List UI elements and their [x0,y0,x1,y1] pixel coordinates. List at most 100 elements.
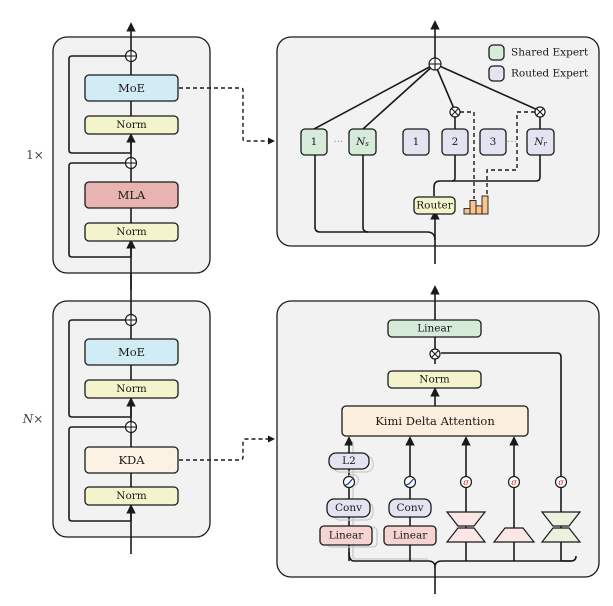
legend: Shared Expert Routed Expert [488,44,589,82]
bottom-repeat-label: N× [22,412,44,426]
top-add-icon-upper [124,49,138,63]
l2-norm-label: L2 [342,455,356,467]
routed-ellipsis: ··· [507,136,517,148]
moe-sum-icon [428,57,442,71]
bottom-kda-box[interactable]: KDA [84,446,179,474]
legend-item-shared: Shared Expert [488,44,589,61]
bottom-norm-upper-box[interactable]: Norm [84,379,179,399]
sigma-gate-icon: σ [554,475,568,489]
bottom-add-icon-upper [124,313,138,327]
sigma-alpha-icon: σ [459,475,473,489]
gate-score-2-dashed [460,111,475,199]
kda-detail-panel: Linear Norm Kimi Delta Attention L2 [276,285,600,594]
shared-ns-to-sum [362,63,436,130]
wire-to-shared-ns [362,155,369,233]
routed-expert-3[interactable]: 3 [479,128,507,156]
top-moe-box[interactable]: MoE [84,74,179,102]
legend-swatch-shared [488,44,505,61]
moe-detail-background [276,36,600,247]
kimi-delta-attention-box[interactable]: Kimi Delta Attention [341,405,529,437]
moe-detail-panel: 1 ··· Ns 1 2 3 ··· Nr Router [276,20,600,264]
sigma-beta-icon: σ [507,475,521,489]
routed-expert-2-label: 2 [452,136,459,148]
routed-expert-1-label: 1 [413,136,420,148]
linear-q-box[interactable]: Linear [319,525,373,546]
routed-expert-nr[interactable]: Nr [526,128,555,156]
wire-to-shared-1 [314,155,436,241]
kda-input-bus [348,551,577,568]
routed-expert-nr-label: Nr [533,136,547,148]
kda-detail-connector [179,438,268,461]
linear-q-label: Linear [329,530,365,542]
top-mla-box[interactable]: MLA [84,181,179,209]
expert-2-multiply-icon [449,106,461,118]
top-norm-upper-box[interactable]: Norm [84,115,179,135]
bottom-kda-label: KDA [118,453,145,467]
shared-1-to-sum [313,63,436,130]
shared-ellipsis: ··· [333,136,343,148]
bottom-moe-box[interactable]: MoE [84,338,179,366]
bottom-norm-lower-label: Norm [116,490,147,502]
expert-nr-multiply-icon [534,106,546,118]
bottom-residual-lower [68,426,131,522]
histogram-bar-4 [481,195,489,215]
top-residual-lower [68,162,131,258]
router-label: Router [416,200,453,212]
router-to-expert-nr [452,155,541,182]
kda-norm-box[interactable]: Norm [387,370,482,389]
kda-input-bus-ghost [352,548,428,560]
bottom-moe-label: MoE [118,345,145,359]
l2-norm-box[interactable]: L2 [328,452,370,470]
kda-detail-connector-arrow [268,435,275,443]
histogram-bar-3 [475,205,483,215]
shared-expert-ns-label: Ns [355,136,369,148]
bottom-norm-lower-box[interactable]: Norm [84,486,179,506]
kda-output-linear-box[interactable]: Linear [387,319,482,338]
top-norm-lower-box[interactable]: Norm [84,222,179,242]
routed-expert-3-label: 3 [490,136,497,148]
gate-lowrank-projection-icon [540,511,582,543]
shared-expert-1-label: 1 [311,136,318,148]
activation-v-icon [403,475,417,489]
shared-expert-1[interactable]: 1 [300,128,328,156]
shared-expert-ns[interactable]: Ns [348,128,377,156]
histogram-bar-2 [469,200,477,215]
top-add-icon-lower [124,156,138,170]
bottom-decoder-block: MoE Norm KDA Norm N× [22,274,211,554]
kda-output-linear-label: Linear [417,323,453,335]
expert-2-gate-to-sum [434,63,456,112]
top-residual-upper [68,55,131,154]
legend-label-routed: Routed Expert [511,68,589,80]
bottom-residual-upper [68,319,131,418]
svg-text:σ: σ [511,478,517,487]
svg-text:σ: σ [558,478,564,487]
conv-v-box[interactable]: Conv [388,498,432,518]
router-score-histogram [463,195,489,215]
top-mla-label: MLA [118,188,146,202]
routed-expert-2[interactable]: 2 [441,128,469,156]
legend-item-routed: Routed Expert [488,65,589,82]
routed-expert-1[interactable]: 1 [402,128,430,156]
histogram-bar-1 [463,208,471,215]
top-norm-upper-label: Norm [116,119,147,131]
gate-score-nr-dashed [486,111,535,196]
activation-q-icon [342,475,356,489]
moe-detail-connector-arrow [268,137,275,145]
expert-nr-gate-to-sum [434,63,541,112]
linear-v-box[interactable]: Linear [383,525,437,546]
bottom-norm-upper-label: Norm [116,383,147,395]
top-decoder-block: MoE Norm MLA Norm 1× [26,22,211,290]
beta-projection-icon [492,527,536,543]
router-box[interactable]: Router [413,196,456,215]
kimi-delta-attention-label: Kimi Delta Attention [375,414,495,428]
svg-text:σ: σ [463,478,469,487]
conv-v-label: Conv [396,502,423,514]
linear-v-label: Linear [393,530,429,542]
top-moe-label: MoE [118,81,145,95]
bottom-add-icon-lower [124,420,138,434]
kda-norm-label: Norm [419,374,450,386]
conv-q-box[interactable]: Conv [326,498,371,518]
legend-label-shared: Shared Expert [511,47,589,59]
top-repeat-label: 1× [26,148,44,162]
